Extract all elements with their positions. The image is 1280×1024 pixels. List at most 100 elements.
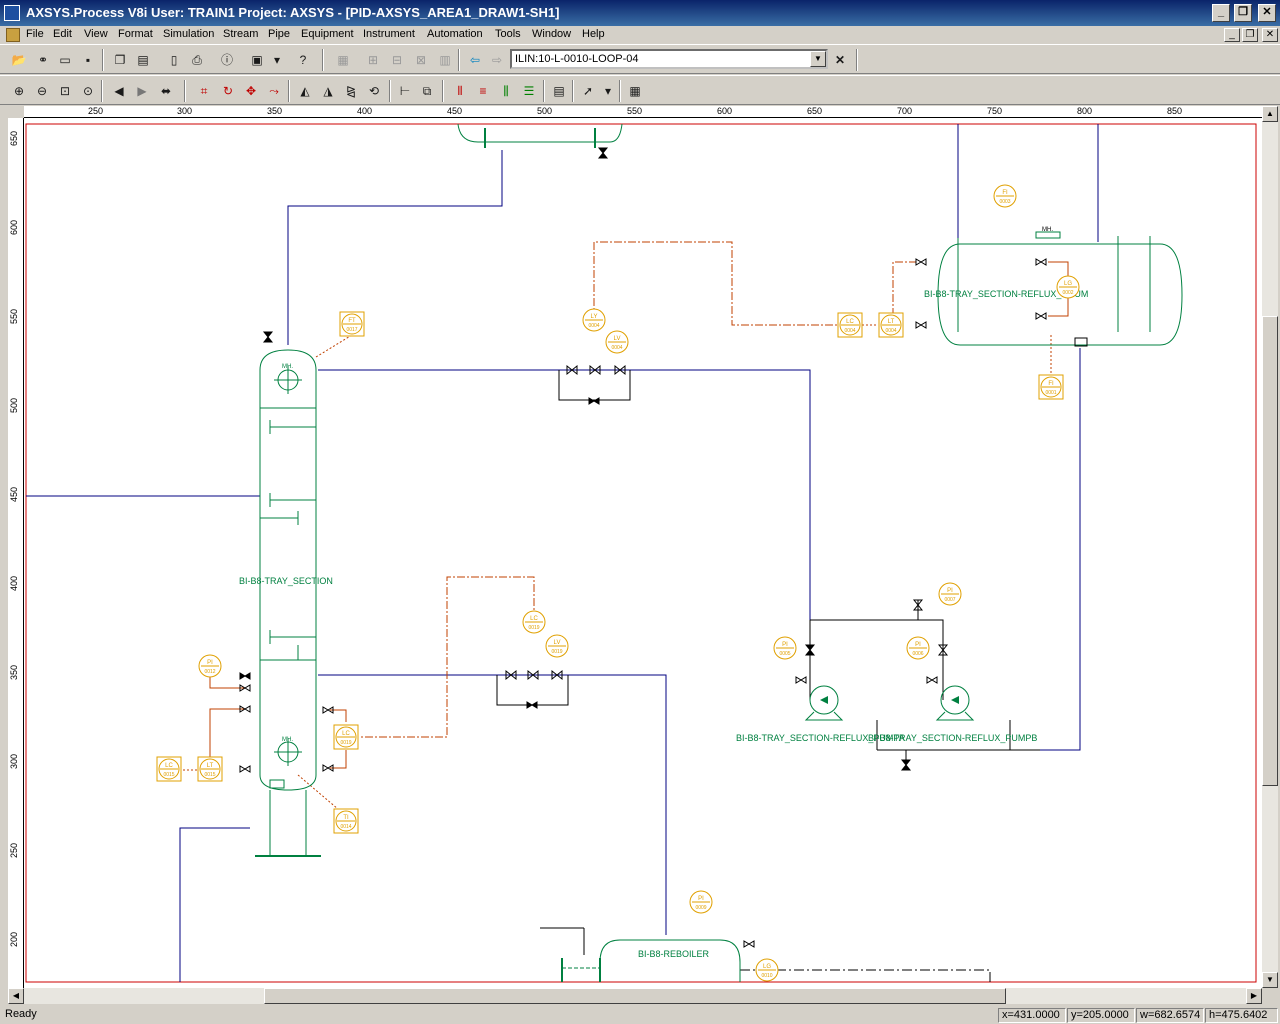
tree-icon[interactable]: ⊟ [391,53,403,67]
menu-stream[interactable]: Stream [223,28,259,40]
tray-section-column[interactable] [259,349,317,791]
flip-horizontal-icon[interactable]: ◭ [300,84,310,98]
save-icon[interactable]: ▪ [85,53,91,67]
menu-format[interactable]: Format [118,28,153,40]
grid-icon[interactable]: ▥ [439,53,451,67]
zoom-out-icon[interactable]: ⊖ [36,84,48,98]
rotate-icon[interactable]: ↻ [222,84,234,98]
horizontal-scroll-thumb[interactable] [264,988,1006,1004]
rotate-symbol-icon[interactable]: ⟲ [368,84,380,98]
document-icon[interactable] [6,28,20,42]
chevron-down-icon[interactable]: ▾ [604,84,612,98]
flip-vertical-icon[interactable]: ◮ [323,84,333,98]
menu-help[interactable]: Help [582,28,605,40]
mirror-icon[interactable]: ⧎ [345,84,357,98]
close-button[interactable]: ✕ [1258,4,1276,22]
scroll-up-icon[interactable]: ▲ [1262,106,1278,122]
new-document-icon[interactable]: ▯ [170,53,178,67]
title-bar[interactable]: AXSYS.Process V8i User: TRAIN1 Project: … [0,0,1280,26]
dimension-icon[interactable]: ⊢ [399,84,411,98]
reflux-pump-a[interactable] [809,685,839,715]
menu-instrument[interactable]: Instrument [363,28,415,40]
pan-right-icon[interactable]: ▶ [137,84,147,98]
reflux-drum[interactable] [937,243,1183,346]
align-horizontal-icon[interactable]: ☰ [523,84,535,98]
mdi-restore-button[interactable]: ❐ [1242,28,1258,42]
clear-selection-button[interactable]: ✕ [834,53,846,67]
properties-icon[interactable]: ▣ [251,53,263,67]
grid-settings-icon[interactable]: ▦ [629,84,641,98]
pointer-icon[interactable]: ➚ [582,84,594,98]
align-icon[interactable]: ⊞ [367,53,379,67]
report-icon[interactable]: ▤ [553,84,565,98]
copy-icon[interactable]: ❐ [114,53,126,67]
chevron-down-icon[interactable]: ▾ [273,53,281,67]
menu-tools[interactable]: Tools [495,28,521,40]
print-icon[interactable]: ⎙ [192,53,202,67]
move-icon[interactable]: ✥ [245,84,257,98]
zoom-extents-icon[interactable]: ⊙ [82,84,94,98]
restore-button[interactable]: ❐ [1234,4,1252,22]
help-icon[interactable]: ? [299,53,307,67]
menu-edit[interactable]: Edit [53,28,72,40]
binoculars-icon[interactable]: ⚭ [37,53,49,67]
scroll-right-icon[interactable]: ▶ [1246,988,1262,1004]
align-vertical-icon[interactable]: ⫼ [503,84,509,98]
layers-icon[interactable]: ⧉ [422,84,432,98]
menu-equipment[interactable]: Equipment [301,28,354,40]
back-arrow-icon[interactable]: ⇦ [469,53,481,67]
layout-icon[interactable]: ⊠ [415,53,427,67]
scroll-left-icon[interactable]: ◀ [8,988,24,1004]
menu-pipe[interactable]: Pipe [268,28,291,40]
info-icon[interactable]: ⓘ [220,53,233,67]
menu-simulation[interactable]: Simulation [163,28,215,40]
scroll-down-icon[interactable]: ▼ [1262,972,1278,988]
menu-file[interactable]: File [26,28,44,40]
open-icon[interactable]: 📂 [11,53,27,67]
stream-selector-dropdown[interactable]: ILIN:10-L-0010-LOOP-04 ▼ [510,49,828,69]
camera-icon[interactable]: ▦ [337,53,349,67]
chevron-down-icon[interactable]: ▼ [810,51,826,67]
zoom-in-icon[interactable]: ⊕ [13,84,25,98]
vertical-bars-icon[interactable]: ⦀ [457,84,463,98]
menu-view[interactable]: View [84,28,108,40]
select-icon[interactable]: ⌗ [200,84,208,98]
reflux-pump-b[interactable] [940,685,970,715]
menu-automation[interactable]: Automation [427,28,483,40]
vertical-scroll-thumb[interactable] [1262,316,1278,786]
vertical-scrollbar[interactable]: ▲ ▼ [1262,106,1278,988]
minimize-button[interactable]: _ [1212,4,1230,22]
connect-icon[interactable]: ⤳ [269,84,279,98]
pan-both-icon[interactable]: ⬌ [160,84,172,98]
menu-window[interactable]: Window [532,28,572,40]
horizontal-bars-icon[interactable]: ≡ [479,84,487,98]
pan-left-icon[interactable]: ◀ [114,84,124,98]
drawing-canvas[interactable]: BI-B8-TRAY_SECTION BI-B8-TRAY_SECTION-RE… [24,118,1262,988]
paste-icon[interactable]: ▤ [137,53,149,67]
reboiler[interactable] [599,939,741,982]
mdi-close-button[interactable]: ✕ [1262,28,1278,42]
forward-arrow-icon[interactable]: ⇨ [491,53,503,67]
mdi-minimize-button[interactable]: _ [1224,28,1240,42]
horizontal-scrollbar[interactable]: ◀ ▶ [8,988,1262,1004]
